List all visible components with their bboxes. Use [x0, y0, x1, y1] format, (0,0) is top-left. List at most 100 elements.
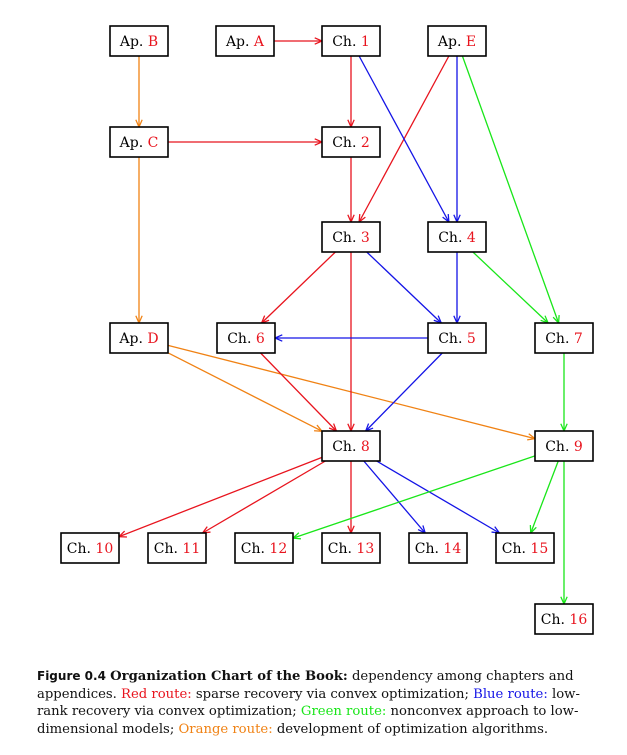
node-label: Ch. 13	[328, 541, 374, 557]
figure-title: Organization Chart of the Book:	[110, 669, 348, 684]
node-label: Ch. 15	[502, 541, 548, 557]
node-box	[321, 532, 381, 564]
node-ch5: Ch. 5	[427, 322, 487, 354]
node-number: A	[253, 34, 265, 50]
node-label: Ch. 7	[545, 331, 583, 347]
node-prefix: Ch.	[438, 230, 467, 246]
node-label: Ch. 1	[332, 34, 370, 50]
node-number: D	[147, 331, 158, 347]
node-ch1: Ch. 1	[321, 25, 381, 57]
node-box	[534, 430, 594, 462]
node-box	[321, 221, 381, 253]
node-label: Ch. 16	[541, 612, 588, 628]
node-box	[427, 322, 487, 354]
node-apC: Ap. C	[109, 126, 169, 158]
node-box	[60, 532, 120, 564]
node-box	[321, 126, 381, 158]
blue-route-label: Blue route:	[473, 686, 548, 702]
node-prefix: Ap.	[118, 331, 147, 347]
node-label: Ap. C	[119, 135, 159, 151]
node-box	[408, 532, 468, 564]
green-route-label: Green route:	[300, 704, 387, 719]
node-label: Ch. 10	[67, 541, 113, 557]
node-label: Ch. 2	[332, 135, 370, 151]
node-prefix: Ap.	[119, 135, 148, 151]
node-prefix: Ch.	[67, 541, 96, 557]
figure-label: Figure 0.4	[37, 669, 106, 683]
node-number: 6	[256, 331, 265, 347]
edge-ch9-to-ch15	[531, 460, 559, 533]
node-number: B	[148, 34, 158, 50]
edge-ch8-to-ch15	[376, 460, 500, 533]
node-label: Ch. 11	[154, 541, 200, 557]
green-route-text: nonconvex approach to low-dimensional mo…	[37, 704, 579, 737]
node-prefix: Ch.	[438, 331, 467, 347]
node-label: Ch. 9	[545, 439, 583, 455]
node-box	[216, 322, 276, 354]
node-number: 15	[530, 541, 548, 557]
node-ch15: Ch. 15	[495, 532, 555, 564]
node-prefix: Ch.	[328, 541, 357, 557]
node-prefix: Ch.	[154, 541, 183, 557]
edge-ch5-to-ch8	[366, 352, 443, 431]
node-number: 11	[182, 541, 200, 557]
figure-caption: Figure 0.4 Organization Chart of the Boo…	[37, 668, 609, 738]
node-prefix: Ch.	[332, 230, 361, 246]
node-number: 3	[361, 230, 370, 246]
node-box	[427, 221, 487, 253]
node-ch14: Ch. 14	[408, 532, 468, 564]
node-prefix: Ap.	[119, 34, 148, 50]
edge-ch8-to-ch11	[203, 460, 326, 533]
edge-ch8-to-ch10	[119, 456, 323, 536]
caption-intro: dependency among chapters and appendices…	[37, 669, 574, 702]
node-box	[147, 532, 207, 564]
node-box	[321, 430, 381, 462]
node-box	[321, 25, 381, 57]
edge-apE-to-ch7	[461, 55, 558, 323]
node-ch12: Ch. 12	[234, 532, 294, 564]
node-box	[215, 25, 275, 57]
edge-ch1-to-ch4	[358, 55, 449, 222]
node-number: 4	[467, 230, 476, 246]
node-box	[109, 126, 169, 158]
red-route-text: sparse recovery via convex optimization;	[191, 686, 474, 702]
orange-route-text: development of optimization algorithms.	[272, 721, 549, 737]
node-prefix: Ch.	[545, 439, 574, 455]
node-prefix: Ch.	[227, 331, 256, 347]
node-number: 10	[95, 541, 113, 557]
node-box	[534, 603, 594, 635]
node-number: 16	[569, 612, 587, 628]
node-prefix: Ap.	[437, 34, 466, 50]
node-prefix: Ch.	[332, 34, 361, 50]
node-ch10: Ch. 10	[60, 532, 120, 564]
node-box	[427, 25, 487, 57]
node-apA: Ap. A	[215, 25, 275, 57]
node-prefix: Ch.	[545, 331, 574, 347]
node-label: Ch. 12	[241, 541, 287, 557]
node-prefix: Ch.	[241, 541, 270, 557]
node-number: 1	[361, 34, 370, 50]
node-number: 8	[361, 439, 370, 455]
node-ch11: Ch. 11	[147, 532, 207, 564]
red-route-label: Red route:	[121, 686, 192, 702]
node-number: 2	[361, 135, 370, 151]
node-ch2: Ch. 2	[321, 126, 381, 158]
node-number: C	[148, 135, 159, 151]
node-ch3: Ch. 3	[321, 221, 381, 253]
node-prefix: Ap.	[225, 34, 254, 50]
node-prefix: Ch.	[332, 439, 361, 455]
node-label: Ch. 8	[332, 439, 370, 455]
node-box	[534, 322, 594, 354]
node-ch4: Ch. 4	[427, 221, 487, 253]
node-ch7: Ch. 7	[534, 322, 594, 354]
node-prefix: Ch.	[502, 541, 531, 557]
node-number: 13	[356, 541, 374, 557]
node-ch16: Ch. 16	[534, 603, 594, 635]
node-number: 9	[574, 439, 583, 455]
node-prefix: Ch.	[415, 541, 444, 557]
edge-apD-to-ch8	[167, 352, 322, 431]
node-prefix: Ch.	[541, 612, 570, 628]
node-number: 5	[467, 331, 476, 347]
node-label: Ch. 4	[438, 230, 476, 246]
